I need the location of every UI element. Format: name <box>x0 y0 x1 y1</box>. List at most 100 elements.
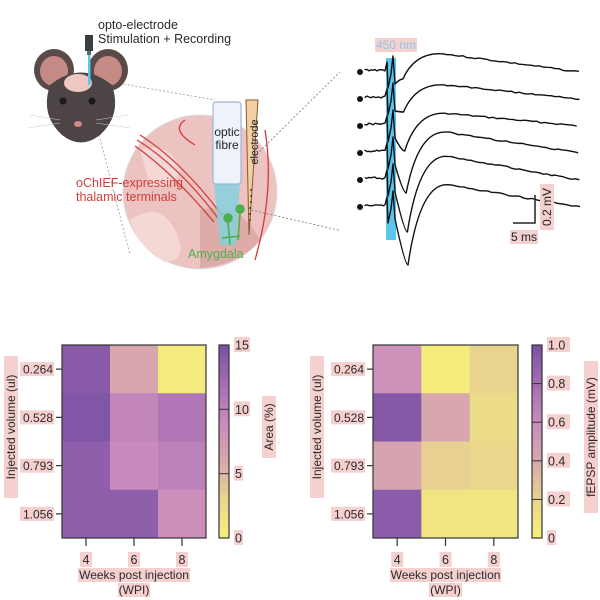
colorbar-tick-label: 0.6 <box>548 416 565 430</box>
x-tick-label-bg <box>128 552 140 567</box>
colorbar-tick-label: 15 <box>235 339 249 353</box>
y-tick-label-bg <box>331 506 365 521</box>
colorbar-tick-label-bg <box>547 452 570 468</box>
y-tick-label: 1.056 <box>334 507 364 521</box>
y-tick-label: 1.056 <box>23 507 53 521</box>
y-tick-label: 0.264 <box>23 363 53 377</box>
colorbar-tick-label-bg <box>234 465 243 481</box>
fepsp-trace <box>364 131 579 194</box>
trace-marker <box>357 150 363 156</box>
terminals-label: oChIEF-expressing thalamic terminals <box>76 176 183 204</box>
x-tick-label: 6 <box>131 553 138 567</box>
colorbar-tick-label-bg <box>547 530 556 545</box>
colorbar-tick-label-bg <box>547 375 570 391</box>
scale-y-label-wrap: 0.2 mV <box>538 180 556 240</box>
y-tick-label: 0.264 <box>334 363 364 377</box>
trace-marker <box>357 177 363 183</box>
colorbar-tick-label: 1.0 <box>548 339 565 353</box>
zoom-line <box>250 71 340 161</box>
trace-marker <box>357 96 363 102</box>
heatmap-cell <box>421 441 471 491</box>
x-axis-title: Weeks post injection (WPI) <box>373 568 518 598</box>
trace-marker <box>357 123 363 129</box>
colorbar-tick-label: 0.2 <box>548 493 565 507</box>
colorbar-tick-label: 10 <box>235 403 249 417</box>
scale-x-label: 5 ms <box>510 230 539 244</box>
colorbar-tick-label: 5 <box>235 467 242 481</box>
electrode-label: electrode <box>249 119 261 165</box>
fepsp-traces <box>357 53 581 266</box>
terminals-label-line1: oChIEF-expressing <box>76 176 183 190</box>
colorbar-title: fEPSP amplitude (mV) <box>584 361 598 513</box>
x-tick-label-bg <box>439 552 452 567</box>
heatmap-cell <box>421 489 471 539</box>
x-tick-label: 8 <box>179 553 186 567</box>
y-tick-label-bg <box>331 362 365 377</box>
colorbar <box>218 344 230 539</box>
y-tick-label: 0.793 <box>334 459 364 473</box>
y-axis-title: Injected volume (ul) <box>4 356 18 498</box>
y-tick-label-bg <box>331 410 365 425</box>
y-tick-label-bg <box>20 362 54 377</box>
heatmap-cell <box>110 393 159 442</box>
scale-bar <box>513 195 536 224</box>
y-tick-label-bg <box>20 410 54 425</box>
heatmap-cell <box>62 393 111 442</box>
heatmap-cell <box>373 441 422 491</box>
heatmap-cell <box>421 345 471 394</box>
heatmap-cell <box>62 345 111 394</box>
heatmap-cell <box>469 345 519 394</box>
y-tick-label-bg <box>331 458 365 473</box>
x-axis-title-line1: Weeks post injection <box>389 568 502 582</box>
colorbar-tick-label-bg <box>547 337 570 352</box>
fepsp-trace <box>364 53 579 89</box>
x-tick-label: 6 <box>442 553 449 567</box>
terminals-label-line2: thalamic terminals <box>76 190 177 204</box>
colorbar <box>531 344 543 539</box>
colorbar-tick-label-bg <box>547 491 570 507</box>
colorbar-title-wrap: fEPSP amplitude (mV) <box>580 361 600 513</box>
y-axis-title-wrap: Injected volume (ul) <box>266 356 366 498</box>
x-tick-label-bg <box>80 552 92 567</box>
y-axis-title: Injected volume (ul) <box>310 356 324 498</box>
heatmap-cell <box>158 489 207 539</box>
fepsp-trace <box>364 109 577 152</box>
optic-fibre-line2: fibre <box>215 138 239 152</box>
electrode-label-wrap: electrode <box>248 108 262 178</box>
scale-y-label: 0.2 mV <box>540 184 554 230</box>
heatmap-cell <box>158 441 207 491</box>
heatmap-cell <box>62 441 111 491</box>
heatmap-cell <box>469 393 519 442</box>
probe-label-line2: Stimulation + Recording <box>98 32 232 46</box>
heatmap-cell <box>373 393 422 442</box>
amygdala-label: Amygdala <box>188 247 244 261</box>
colorbar-tick-label: 0 <box>548 532 555 546</box>
x-axis-title-line2: (WPI) <box>117 583 151 597</box>
opto-electrode-icon <box>85 35 93 85</box>
x-tick-label-bg <box>487 552 500 567</box>
colorbar-tick-label: 0 <box>235 532 242 546</box>
trace-marker <box>357 69 363 75</box>
heatmap-cell <box>421 393 471 442</box>
x-tick-label-bg <box>391 552 404 567</box>
fepsp-trace <box>364 155 580 233</box>
x-tick-label: 4 <box>394 553 401 567</box>
illustration <box>27 35 340 270</box>
colorbar-tick-label-bg <box>234 401 250 417</box>
y-tick-label-bg <box>20 458 54 473</box>
colorbar-tick-label: 0.4 <box>548 454 565 468</box>
stim-wavelength-label: 450 nm <box>375 38 418 52</box>
heatmap-cell <box>110 489 159 539</box>
heatmap-cell <box>110 345 159 394</box>
x-axis-title-line1: Weeks post injection <box>78 568 190 582</box>
heatmap-cell <box>158 345 207 394</box>
x-tick-label: 4 <box>83 553 90 567</box>
zoom-line <box>99 79 216 101</box>
heatmap-cell <box>62 489 111 539</box>
x-tick-label-bg <box>176 552 188 567</box>
brain-slice-icon <box>122 99 278 270</box>
y-tick-label: 0.528 <box>23 411 53 425</box>
heatmap-cell <box>469 489 519 539</box>
heatmap-cell <box>110 441 159 491</box>
mouse-icon <box>27 49 131 143</box>
